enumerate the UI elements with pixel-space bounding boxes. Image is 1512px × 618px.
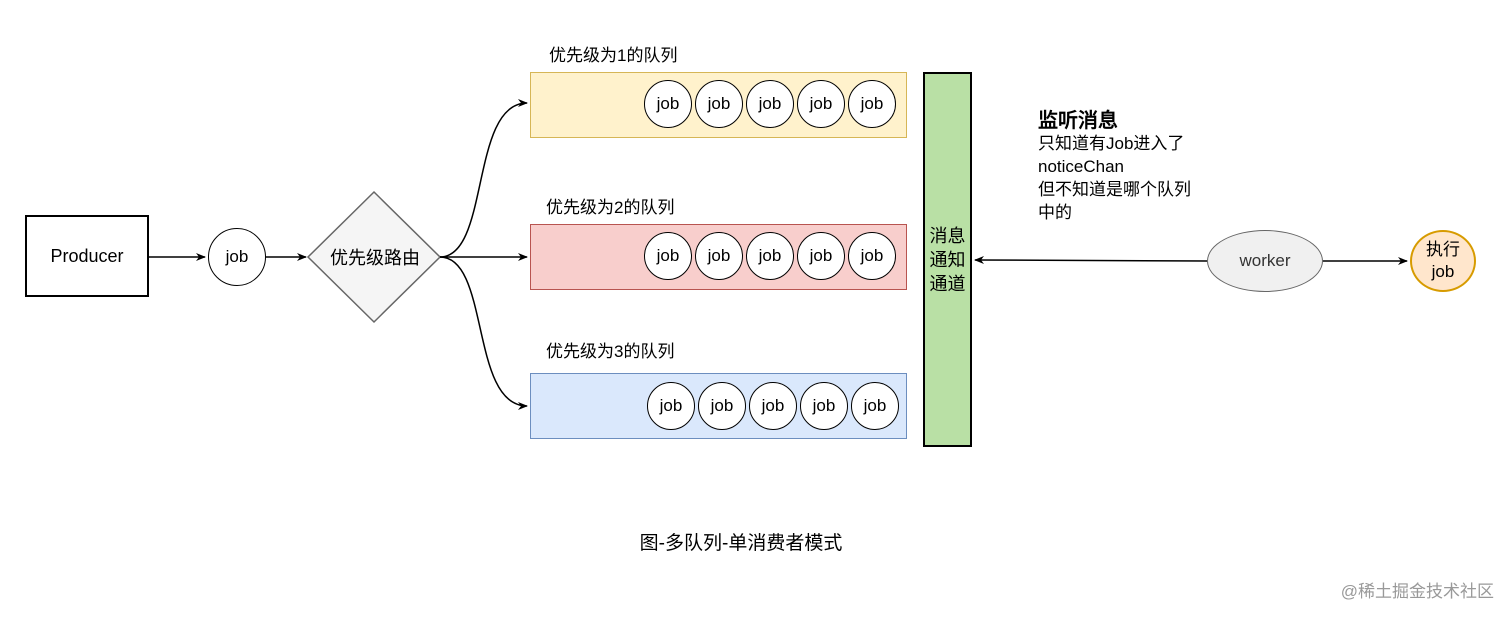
queue2-job: job [644, 232, 692, 280]
job-label: job [809, 246, 833, 265]
job-token-label: job [225, 247, 249, 266]
producer-label: Producer [50, 245, 124, 266]
job-label: job [809, 94, 833, 113]
worker-label: worker [1239, 251, 1291, 270]
queue2-job: job [848, 232, 896, 280]
queue1-job: job [848, 80, 896, 128]
job-token-circle: job [208, 228, 266, 286]
queue1-jobs: job job job job job [644, 80, 896, 128]
queue3-job: job [647, 382, 695, 430]
job-label: job [758, 94, 782, 113]
queue1-job: job [746, 80, 794, 128]
router-diamond [306, 190, 442, 324]
listen-description: 只知道有Job进入了 noticeChan 但不知道是哪个队列 中的 [1038, 134, 1191, 222]
worker-ellipse: worker [1207, 230, 1323, 292]
queue1-job: job [797, 80, 845, 128]
job-label: job [863, 396, 887, 415]
job-label: job [761, 396, 785, 415]
job-label: job [707, 246, 731, 265]
queue3-job: job [698, 382, 746, 430]
queue1-job: job [644, 80, 692, 128]
figure-caption: 图-多队列-单消费者模式 [639, 533, 843, 554]
queue2-job: job [695, 232, 743, 280]
queue2-jobs: job job job job job [644, 232, 896, 280]
notice-channel-box: 消息 通知 通道 [923, 72, 972, 447]
job-label: job [707, 94, 731, 113]
execute-job-circle: 执行 job [1410, 230, 1476, 292]
router-to-queue1-arrow [439, 99, 528, 258]
queue3-title: 优先级为3的队列 [546, 342, 675, 361]
queue1-job: job [695, 80, 743, 128]
job-label: job [860, 246, 884, 265]
job-label: job [656, 246, 680, 265]
queue3-job: job [851, 382, 899, 430]
job-label: job [659, 396, 683, 415]
queue3-jobs: job job job job job [647, 382, 899, 430]
job-label: job [860, 94, 884, 113]
job-label: job [710, 396, 734, 415]
execute-job-label: 执行 job [1426, 240, 1460, 281]
queue3-job: job [800, 382, 848, 430]
job-label: job [758, 246, 782, 265]
job-label: job [812, 396, 836, 415]
worker-to-channel-arrow [974, 256, 1208, 265]
job-label: job [656, 94, 680, 113]
listen-title: 监听消息 [1038, 110, 1118, 132]
watermark: @稀土掘金技术社区 [1340, 582, 1494, 601]
queue2-job: job [797, 232, 845, 280]
router-to-queue3-arrow [439, 256, 528, 410]
queue3-job: job [749, 382, 797, 430]
router-label: 优先级路由 [330, 248, 420, 268]
producer-box: Producer [25, 215, 149, 297]
notice-channel-label: 消息 通知 通道 [929, 225, 966, 294]
queue1-title: 优先级为1的队列 [549, 46, 678, 65]
queue2-job: job [746, 232, 794, 280]
queue2-title: 优先级为2的队列 [546, 198, 675, 217]
